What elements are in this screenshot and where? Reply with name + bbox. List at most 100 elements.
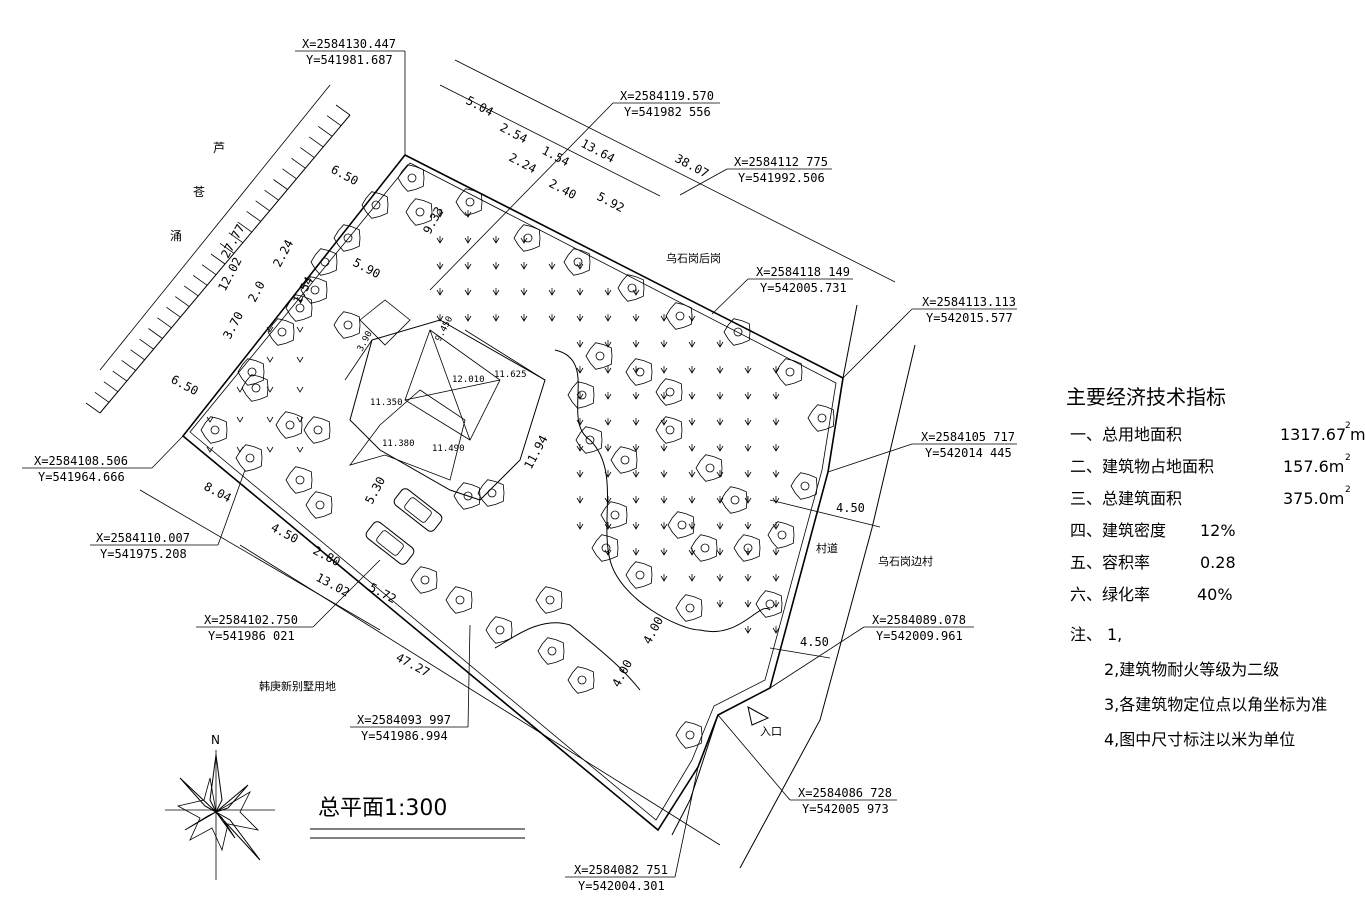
shrub-mark bbox=[576, 340, 584, 348]
shrub-mark bbox=[492, 288, 500, 296]
roof-ridge bbox=[429, 329, 471, 441]
shrub-mark bbox=[548, 262, 556, 270]
coordinate-leaders bbox=[151, 51, 913, 878]
shrub-mark bbox=[632, 392, 640, 400]
shrub-mark bbox=[604, 340, 612, 348]
shrub-mark bbox=[436, 236, 444, 244]
shrub-mark bbox=[744, 392, 752, 400]
shrub-mark bbox=[436, 288, 444, 296]
shrub-mark bbox=[576, 522, 584, 530]
village-road-line-1 bbox=[769, 304, 858, 689]
shrub-mark bbox=[632, 366, 640, 374]
tree-icon bbox=[585, 342, 613, 370]
shrub-mark bbox=[772, 470, 780, 478]
shrub-mark bbox=[660, 470, 668, 478]
shrub-mark bbox=[520, 314, 528, 322]
shrub-mark bbox=[744, 470, 752, 478]
indicator-value: 12% bbox=[1200, 521, 1236, 540]
shrub-mark bbox=[688, 496, 696, 504]
tree-icon bbox=[775, 358, 803, 386]
coord-leader bbox=[717, 714, 791, 801]
shrub-mark bbox=[296, 416, 304, 423]
tree-icon bbox=[455, 188, 483, 216]
shrub-mark bbox=[236, 446, 244, 453]
shrub-mark bbox=[688, 470, 696, 478]
coord-x-label: X=2584110.007 bbox=[96, 531, 190, 545]
shrub-mark bbox=[744, 548, 752, 556]
shrub-mark bbox=[464, 262, 472, 270]
dimension-label: 47.27 bbox=[394, 650, 432, 679]
shrub-mark bbox=[632, 444, 640, 452]
tree-icon bbox=[333, 224, 361, 252]
coord-leader bbox=[217, 469, 246, 546]
dim-line-r1 bbox=[769, 499, 881, 528]
dimension-label: 2.24 bbox=[507, 150, 539, 176]
dimension-label: 8.04 bbox=[202, 479, 234, 505]
shrub-mark bbox=[688, 366, 696, 374]
tree-icon bbox=[535, 586, 563, 614]
dimension-label: 12.02 bbox=[215, 255, 244, 293]
shrub-mark bbox=[716, 600, 724, 608]
coord-x-label: X=2584089.078 bbox=[872, 613, 966, 627]
tree-icon bbox=[665, 302, 693, 330]
car-1 bbox=[393, 488, 443, 532]
shrub-mark bbox=[632, 418, 640, 426]
shrub-mark bbox=[688, 574, 696, 582]
shrub-mark bbox=[716, 340, 724, 348]
tree-icon bbox=[733, 534, 761, 562]
shrub-mark bbox=[520, 236, 528, 244]
shrub-mark bbox=[660, 574, 668, 582]
road-char-1: 芦 bbox=[213, 141, 225, 155]
shrub-mark bbox=[576, 470, 584, 478]
tree-icon bbox=[807, 404, 835, 432]
coord-leader bbox=[827, 443, 913, 473]
dimension-label: 11.350 bbox=[370, 398, 403, 408]
coord-y-label: Y=541964.666 bbox=[38, 470, 125, 484]
shrub-mark bbox=[266, 446, 274, 453]
shrub-mark bbox=[576, 392, 584, 400]
shrub-mark bbox=[604, 470, 612, 478]
shrub-mark bbox=[576, 288, 584, 296]
shrub-mark bbox=[576, 496, 584, 504]
shrub-mark bbox=[716, 548, 724, 556]
coord-x-label: X=2584093 997 bbox=[357, 713, 451, 727]
tree-icon bbox=[690, 534, 718, 562]
dimension-label: 4.50 bbox=[836, 501, 865, 515]
dimension-label: 6.50 bbox=[169, 372, 201, 398]
shrub-mark bbox=[688, 444, 696, 452]
shrub-mark bbox=[548, 288, 556, 296]
coord-x-label: X=2584130.447 bbox=[302, 37, 396, 51]
indicator-unit-sup: 2 bbox=[1345, 453, 1351, 463]
dimension-label: 13.02 bbox=[314, 570, 352, 599]
shrub-mark bbox=[604, 366, 612, 374]
coord-y-label: Y=541982 556 bbox=[624, 105, 711, 119]
road-hatching bbox=[85, 104, 351, 414]
tree-icon bbox=[237, 358, 265, 386]
shrub-mark bbox=[206, 446, 214, 453]
tree-icon bbox=[563, 248, 591, 276]
dimension-label: 1.54 bbox=[290, 274, 316, 306]
tree-icon bbox=[445, 586, 473, 614]
dimension-label: 2.54 bbox=[498, 120, 530, 146]
shrub-mark bbox=[296, 386, 304, 393]
shrub-mark bbox=[576, 444, 584, 452]
tree-icon bbox=[667, 511, 695, 539]
shrub-mark bbox=[688, 392, 696, 400]
lawn-boundary bbox=[554, 349, 771, 633]
coord-y-label: Y=542004.301 bbox=[578, 879, 665, 893]
shrub-mark bbox=[296, 356, 304, 363]
shrub-mark bbox=[576, 418, 584, 426]
roof-hip bbox=[404, 379, 501, 401]
roof-west bbox=[348, 389, 466, 481]
dim-line-bottom bbox=[139, 489, 381, 631]
shrub-mark bbox=[772, 626, 780, 634]
indicator-value: 40% bbox=[1197, 585, 1233, 604]
shrub-mark bbox=[436, 210, 444, 218]
wall-line bbox=[344, 339, 373, 381]
shrub-mark bbox=[266, 386, 274, 393]
tree-icon bbox=[567, 381, 595, 409]
